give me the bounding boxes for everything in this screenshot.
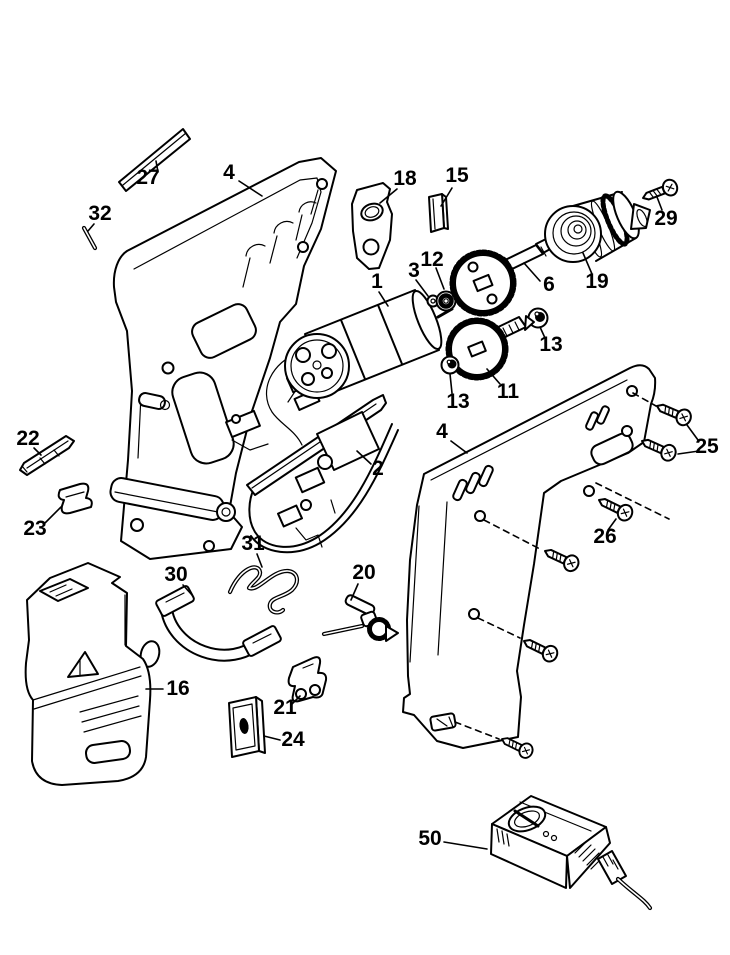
callout-4: 4 <box>436 420 448 443</box>
callout-leader-25 <box>677 450 700 455</box>
callout-leader-13 <box>539 326 546 339</box>
callout-leader-1 <box>378 291 389 307</box>
callout-leader-25 <box>686 424 699 441</box>
part-chuck <box>544 190 651 263</box>
callout-leader-11 <box>486 368 501 385</box>
part-charger <box>490 795 653 911</box>
callout-leader-15 <box>440 187 453 207</box>
callout-leader-29 <box>656 196 663 211</box>
part-pin <box>81 225 98 251</box>
callout-leader-3 <box>415 279 429 297</box>
callout-leader-21 <box>290 695 301 706</box>
callout-leader-30 <box>182 584 193 596</box>
callout-leader-22 <box>33 447 42 456</box>
callout-24: 24 <box>281 728 305 751</box>
part-screw-25a <box>652 397 695 429</box>
part-screw-26b <box>540 542 583 575</box>
callout-leader-4 <box>450 440 468 454</box>
part-clip-bracket <box>287 656 328 703</box>
callout-32: 32 <box>88 202 111 225</box>
callout-leader-27 <box>155 160 159 173</box>
callout-11: 11 <box>497 380 520 403</box>
callout-20: 20 <box>352 561 375 584</box>
part-gear-shaft <box>449 232 564 317</box>
part-motor <box>265 289 454 446</box>
callout-leader-31 <box>256 553 263 568</box>
callout-leader-12 <box>435 267 445 290</box>
part-screw-26a <box>594 491 636 524</box>
part-bracket-plate <box>351 182 393 270</box>
callout-6: 6 <box>543 273 555 296</box>
callout-15: 15 <box>445 164 469 187</box>
part-chuck-screw <box>639 176 681 207</box>
part-housing-right <box>402 364 657 749</box>
part-cover-plate <box>228 696 266 758</box>
callout-25: 25 <box>695 435 719 458</box>
part-clip-small <box>57 482 93 515</box>
callout-leader-23 <box>43 506 62 525</box>
part-chuck-key <box>321 594 399 642</box>
part-brush-holder <box>139 585 282 668</box>
callout-leader-26 <box>607 518 617 531</box>
callout-leader-20 <box>350 583 359 601</box>
callout-12: 12 <box>420 248 443 271</box>
part-nut-lower <box>440 355 460 375</box>
callout-22: 22 <box>16 427 39 450</box>
callout-leader-18 <box>379 188 398 204</box>
callout-27: 27 <box>136 166 159 189</box>
callout-leader-19 <box>582 252 593 275</box>
part-spring-wire <box>227 565 299 615</box>
callout-3: 3 <box>408 259 420 282</box>
callout-leader-4 <box>238 180 263 197</box>
callout-21: 21 <box>273 696 297 719</box>
callout-leader-50 <box>443 841 488 850</box>
callout-1: 1 <box>371 270 383 293</box>
part-screw-26c <box>519 632 561 665</box>
part-gear-second <box>445 315 535 381</box>
callout-13: 13 <box>446 390 469 413</box>
callout-31: 31 <box>241 532 265 555</box>
callout-13: 13 <box>539 333 562 356</box>
part-battery-pack <box>24 562 152 786</box>
callout-leader-6 <box>523 262 541 282</box>
callout-leader-13 <box>449 373 453 394</box>
callout-leader-24 <box>263 735 281 741</box>
callout-26: 26 <box>593 525 616 548</box>
part-spacer <box>428 193 449 233</box>
callout-16: 16 <box>166 677 189 700</box>
callout-leader-2 <box>356 450 372 465</box>
callout-50: 50 <box>418 827 441 850</box>
part-screwdriver-bit <box>19 435 75 476</box>
callout-4: 4 <box>223 161 235 184</box>
callout-29: 29 <box>654 207 677 230</box>
part-label-sticker <box>118 128 191 192</box>
callout-2: 2 <box>372 457 384 480</box>
callout-leader-32 <box>87 223 95 232</box>
callout-19: 19 <box>585 270 608 293</box>
part-housing-left <box>109 157 337 560</box>
callout-30: 30 <box>164 563 187 586</box>
assembly-lines <box>454 392 670 740</box>
callout-18: 18 <box>393 167 417 190</box>
callout-23: 23 <box>23 517 46 540</box>
